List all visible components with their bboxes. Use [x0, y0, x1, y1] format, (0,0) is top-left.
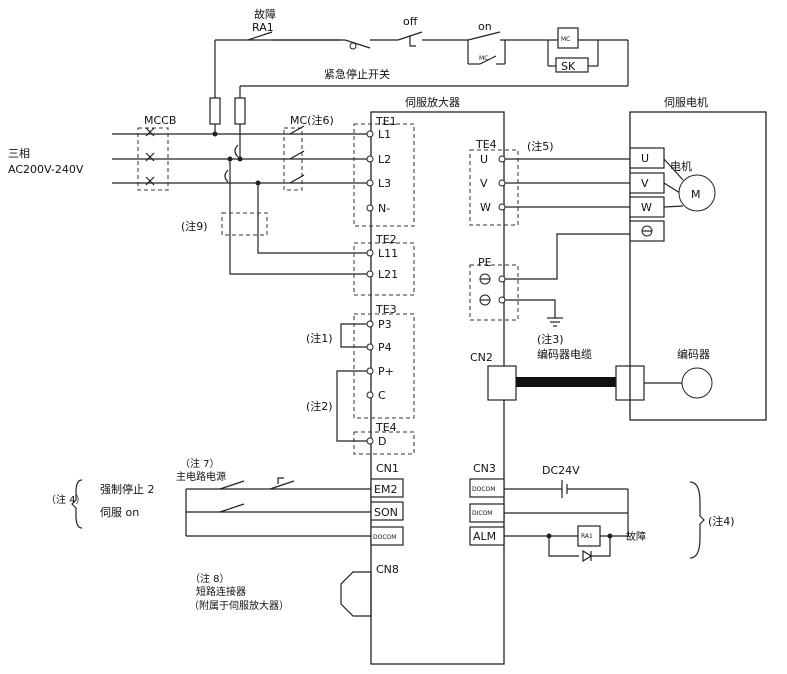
te2-pin-l11: L11	[378, 247, 398, 260]
label-emergency-stop: 紧急停止开关	[324, 67, 390, 81]
te4-d-name: TE4	[375, 421, 397, 434]
label-fault-right: 故障	[626, 530, 646, 543]
cn1-name: CN1	[376, 462, 399, 475]
te4-out-block	[469, 149, 519, 226]
label-voltage: AC200V-240V	[8, 163, 84, 176]
label-note4-left: （注 4）	[46, 493, 86, 506]
te4-pin-v: V	[480, 177, 488, 190]
label-ra1-small: RA1	[581, 533, 593, 540]
te1-terminals	[366, 130, 374, 212]
te3-block	[353, 313, 415, 419]
cn2-name: CN2	[470, 351, 493, 364]
label-mc-contact: MC	[479, 55, 488, 62]
cn3-pin-docom: DOCOM	[472, 486, 495, 493]
label-note1: (注1)	[306, 331, 333, 345]
te3-pin-p3: P3	[378, 318, 392, 331]
te4-pin-d: D	[378, 435, 386, 448]
te4-pin-w: W	[480, 201, 491, 214]
label-encoder-cable: 编码器电缆	[537, 347, 592, 361]
cn1-em2-pin	[370, 478, 404, 498]
label-servo-amplifier: 伺服放大器	[405, 95, 460, 109]
label-mccb: MCCB	[144, 114, 176, 127]
servo-amplifier-box	[370, 111, 505, 665]
cn1-pin-em2: EM2	[374, 483, 397, 496]
te1-name: TE1	[375, 115, 397, 128]
te1-pin-l3: L3	[378, 177, 391, 190]
motor-term-w: W	[641, 201, 652, 214]
label-mc-coil: MC	[561, 36, 570, 43]
te3-pin-c: C	[378, 389, 386, 402]
pe-name: PE	[478, 256, 492, 269]
label-note8: （注 8）	[190, 572, 230, 585]
te1-block	[353, 123, 415, 227]
te2-name: TE2	[375, 233, 397, 246]
label-dc24v: DC24V	[542, 464, 580, 477]
fuse-2	[234, 97, 246, 125]
te3-name: TE3	[375, 303, 397, 316]
label-fault-top: 故障	[254, 7, 276, 21]
input-power	[112, 97, 370, 275]
te2-block	[353, 242, 415, 296]
cn3-name: CN3	[473, 462, 496, 475]
motor-symbol	[678, 174, 716, 212]
label-on: on	[478, 20, 492, 33]
label-main-power: 主电路电源	[176, 470, 226, 483]
cn8-connector	[340, 571, 372, 617]
label-off: off	[403, 15, 418, 28]
label-motor: 电机	[670, 159, 692, 173]
cn3-pin-alm: ALM	[473, 530, 496, 543]
label-note5: (注5)	[527, 139, 554, 153]
pe-block	[469, 264, 519, 321]
cn1-pin-son: SON	[374, 506, 398, 519]
label-note4-right: (注4)	[708, 514, 735, 528]
te1-pin-n: N-	[378, 202, 390, 215]
label-encoder: 编码器	[677, 347, 710, 361]
label-note7: （注 7）	[180, 457, 220, 470]
te4-pin-u: U	[480, 153, 488, 166]
te4-out-name: TE4	[475, 138, 497, 151]
cn2-connector	[487, 365, 517, 401]
fuse-1	[209, 97, 221, 125]
motor-term-v: V	[641, 177, 649, 190]
te4-d-block	[353, 431, 415, 455]
label-three-phase: 三相	[8, 147, 30, 160]
te1-pin-l1: L1	[378, 128, 391, 141]
cn1-pin-docom: DOCOM	[373, 534, 396, 541]
te3-pin-p4: P4	[378, 341, 392, 354]
motor-term-u: U	[641, 152, 649, 165]
te2-pin-l21: L21	[378, 268, 398, 281]
cn3-docom-pin	[469, 478, 505, 498]
te1-pin-l2: L2	[378, 153, 391, 166]
label-servo-motor: 伺服电机	[664, 95, 708, 109]
label-forced-stop: 强制停止 2	[100, 482, 155, 496]
te3-pin-pplus: P+	[378, 365, 394, 378]
cn3-pin-dicom: DICOM	[472, 510, 492, 517]
label-servo-on: 伺服 on	[100, 506, 139, 519]
label-motor-m: M	[691, 188, 701, 201]
cn8-name: CN8	[376, 563, 399, 576]
label-note2: (注2)	[306, 399, 333, 413]
label-ra1-top: RA1	[252, 21, 274, 34]
label-note3: (注3)	[537, 332, 564, 346]
label-sk: SK	[561, 60, 576, 73]
label-mc-note6: MC(注6)	[290, 113, 334, 127]
encoder-symbol	[681, 367, 713, 399]
label-short-connector: 短路连接器	[196, 585, 246, 598]
label-attached: （附属于伺服放大器）	[189, 599, 289, 612]
motor-terminal-u	[629, 147, 665, 169]
cn1-son-pin	[370, 501, 404, 521]
mc-coil	[557, 27, 579, 49]
servo-motor-box	[629, 111, 767, 421]
encoder-cable	[516, 377, 616, 387]
label-note9: (注9)	[181, 219, 208, 233]
emergency-stop-circuit	[214, 27, 629, 98]
sk-box	[555, 57, 589, 73]
